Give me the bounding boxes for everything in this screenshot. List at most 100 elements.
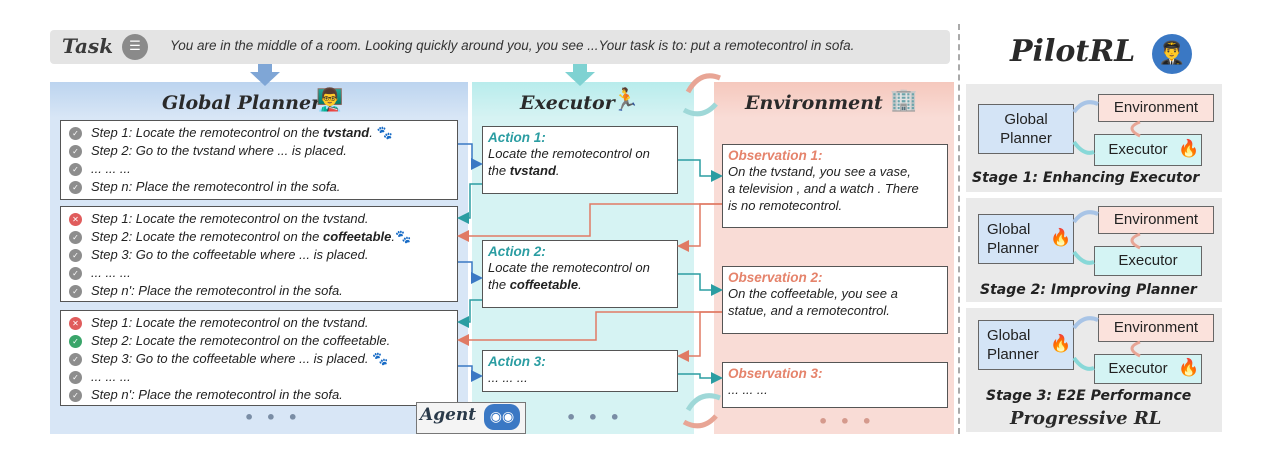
check-icon: ✓ <box>69 267 82 280</box>
planner-ellipsis: • • • <box>244 408 301 427</box>
cycle-arrow <box>685 393 721 412</box>
check-icon: ✓ <box>69 231 82 244</box>
observation-title: Observation 1: <box>728 148 823 163</box>
stage-1-label: Stage 1: Enhancing Executor <box>972 170 1200 186</box>
observation-line: statue, and a remotecontrol. <box>728 303 890 318</box>
observation-box-2: Observation 2: On the coffeetable, you s… <box>722 266 948 334</box>
stage-cycle-arrow <box>1072 100 1099 114</box>
action-box-1: Action 1: Locate the remotecontrol on th… <box>482 126 678 194</box>
observation-box-1: Observation 1: On the tvstand, you see a… <box>722 144 948 228</box>
observation-line: On the tvstand, you see a vase, <box>728 164 911 179</box>
stage-3-label: Stage 3: E2E Performance <box>986 388 1192 404</box>
stage-2-executor: Executor <box>1094 246 1202 276</box>
task-text: You are in the middle of a room. Looking… <box>170 38 855 53</box>
section-divider <box>958 24 960 434</box>
stage-cycle-arrow <box>1072 356 1095 371</box>
action-to-observation-arrow <box>678 273 723 296</box>
check-icon: ✓ <box>69 181 82 194</box>
teacher-icon: 👨‍🏫 <box>316 88 344 113</box>
observation-line: ... ... ... <box>728 382 768 397</box>
cross-icon: ✕ <box>69 317 82 330</box>
cycle-arrow <box>685 73 721 94</box>
action-line: Locate the remotecontrol on <box>488 260 650 275</box>
runner-icon: 🏃 <box>612 88 640 113</box>
action-to-planner-arrow <box>457 183 482 224</box>
stage-cycle-arrow <box>1130 232 1141 250</box>
observation-line: a television , and a watch . There <box>728 181 919 196</box>
action-to-planner-arrow <box>457 299 482 328</box>
action-line: Locate the remotecontrol on <box>488 146 650 161</box>
action-title: Action 2: <box>488 244 546 259</box>
action-title: Action 3: <box>488 354 546 369</box>
paw-icon: 🐾 <box>376 125 393 140</box>
stage-cycle-arrow <box>1072 316 1099 330</box>
stage-2-environment: Environment <box>1098 206 1214 234</box>
observation-to-planner-arrow <box>457 203 722 242</box>
check-icon: ✓ <box>69 285 82 298</box>
environment-title: Environment <box>745 92 883 114</box>
action-box-3: Action 3: ... ... ... <box>482 350 678 392</box>
stage-cycle-arrow <box>1072 140 1095 155</box>
stage-3-environment: Environment <box>1098 314 1214 342</box>
planner-to-action-arrow <box>458 365 483 382</box>
executor-down-arrow <box>565 64 595 86</box>
stage-cycle-arrow <box>1130 120 1141 138</box>
environment-ellipsis: • • • <box>818 412 875 431</box>
pilot-avatar-icon: 👨‍✈️ <box>1152 34 1192 74</box>
stage-2-label: Stage 2: Improving Planner <box>980 282 1197 298</box>
planner-box-2: ✕Step 1: Locate the remotecontrol on the… <box>60 206 458 302</box>
done-check-icon: ✓ <box>69 335 82 348</box>
action-line: ... ... ... <box>488 370 528 385</box>
pilotrl-title: PilotRL <box>1010 34 1136 69</box>
observation-to-planner-arrow <box>457 311 722 346</box>
environment-header <box>714 82 954 118</box>
executor-ellipsis: • • • <box>566 408 623 427</box>
cycle-arrow <box>682 102 718 117</box>
executor-title: Executor <box>520 92 615 114</box>
check-icon: ✓ <box>69 371 82 384</box>
observation-title: Observation 2: <box>728 270 823 285</box>
stage-cycle-arrow <box>1072 250 1095 265</box>
check-icon: ✓ <box>69 389 82 402</box>
global-planner-header <box>50 82 468 118</box>
task-label: Task <box>62 34 114 58</box>
observation-box-3: Observation 3: ... ... ... <box>722 362 948 408</box>
cross-icon: ✕ <box>69 213 82 226</box>
agent-label: Agent <box>420 405 477 425</box>
action-to-observation-arrow <box>678 372 723 384</box>
observation-to-action-arrow <box>677 203 722 252</box>
check-icon: ✓ <box>69 127 82 140</box>
task-bar <box>50 30 950 64</box>
planner-box-3: ✕Step 1: Locate the remotecontrol on the… <box>60 310 458 406</box>
global-planner-title: Global Planner <box>162 92 322 114</box>
building-tree-icon: 🏢 <box>890 88 918 113</box>
action-line: the tvstand. <box>488 163 560 178</box>
paw-icon: 🐾 <box>372 351 389 366</box>
observation-line: is no remotecontrol. <box>728 198 843 213</box>
observation-to-action-arrow <box>677 311 722 362</box>
action-line: the coffeetable. <box>488 277 582 292</box>
check-icon: ✓ <box>69 145 82 158</box>
cycle-arrow <box>682 414 718 429</box>
robot-icon: ◉◉ <box>484 404 520 430</box>
stage-3-planner: Global Planner <box>978 320 1074 370</box>
check-icon: ✓ <box>69 163 82 176</box>
task-list-icon: ☰ <box>122 34 148 60</box>
observation-title: Observation 3: <box>728 366 823 381</box>
paw-icon: 🐾 <box>395 229 412 244</box>
planner-box-1: ✓Step 1: Locate the remotecontrol on the… <box>60 120 458 200</box>
planner-to-action-arrow <box>458 261 483 284</box>
action-title: Action 1: <box>488 130 546 145</box>
stage-1-planner: Global Planner <box>978 104 1074 154</box>
stage-1-environment: Environment <box>1098 94 1214 122</box>
executor-header <box>472 82 694 118</box>
stage-cycle-arrow <box>1130 340 1141 358</box>
check-icon: ✓ <box>69 353 82 366</box>
check-icon: ✓ <box>69 249 82 262</box>
action-to-observation-arrow <box>678 159 723 182</box>
observation-line: On the coffeetable, you see a <box>728 286 898 301</box>
stage-cycle-arrow <box>1072 210 1099 224</box>
